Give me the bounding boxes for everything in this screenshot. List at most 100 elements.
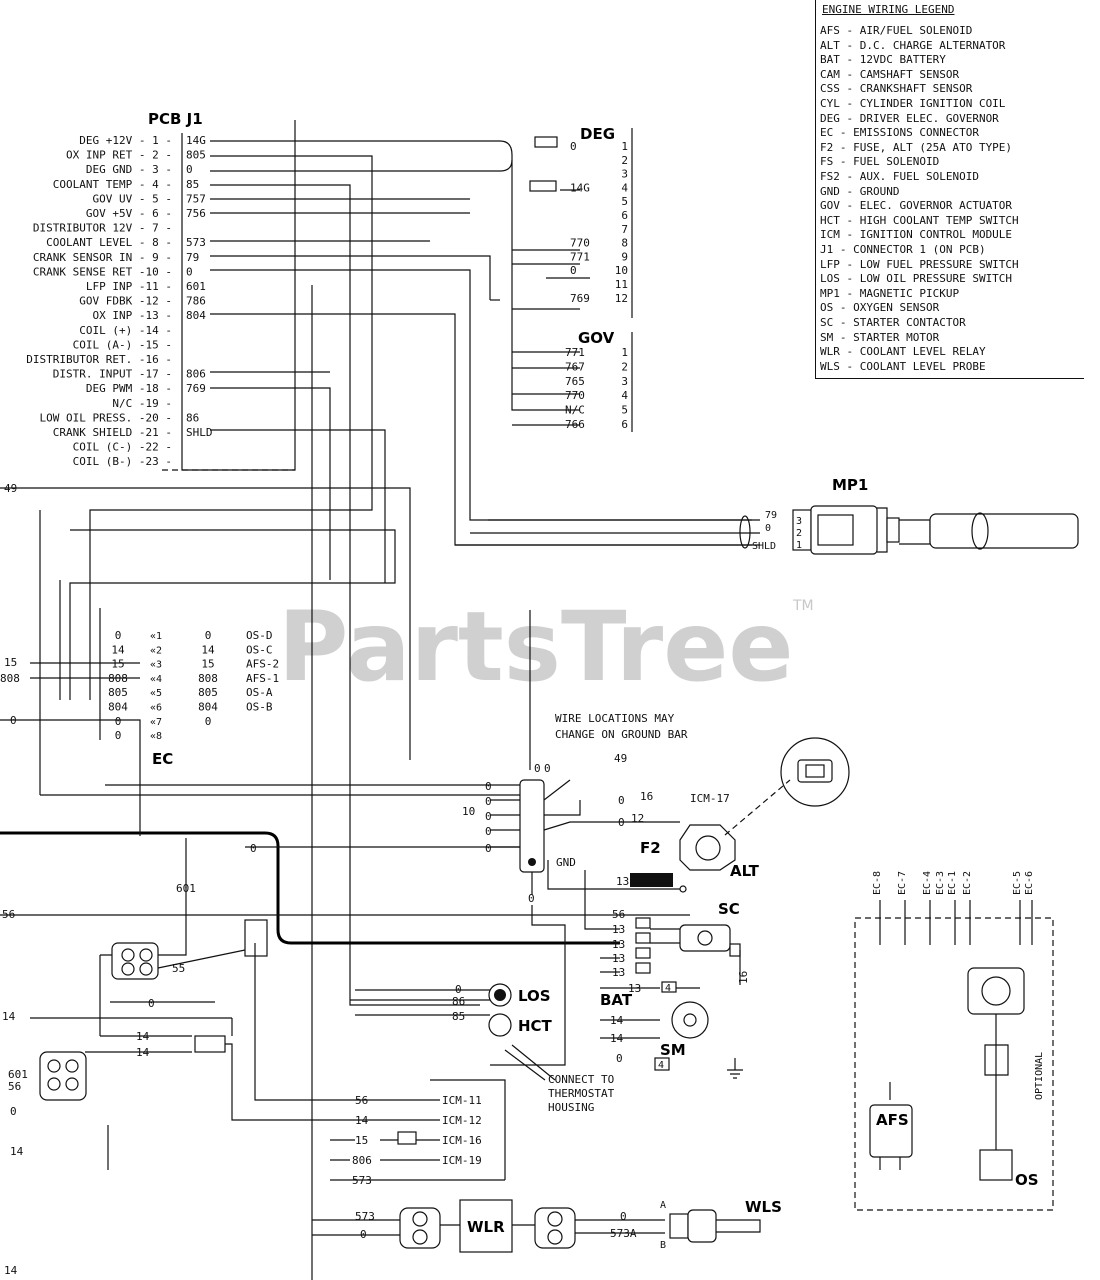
left-edge-wires: 49 15 808 0 56 14 601 56 0 14 14 [0, 482, 620, 1277]
pcb-pin-label: DEG PWM -18 - [86, 382, 172, 395]
gov-pin-wire: 770 [565, 389, 585, 402]
svg-text:4: 4 [665, 983, 671, 994]
coolant-level-relay-row: 573 0 WLR 0 573A A B WLS [312, 1198, 782, 1253]
ec-destination: AFS-1 [246, 672, 279, 685]
svg-text:0: 0 [148, 997, 155, 1010]
pcb-pin-wire: 79 [186, 251, 199, 264]
watermark-tm: TM [792, 598, 814, 614]
ec-destination: AFS-2 [246, 658, 279, 671]
pcb-pin-wire: 757 [186, 192, 206, 205]
deg-pin-wire: 14G [570, 181, 590, 194]
deg-pin-number: 3 [621, 168, 628, 181]
svg-text:2: 2 [796, 528, 802, 539]
deg-pin-wire: 770 [570, 237, 590, 250]
svg-text:ICM-16: ICM-16 [442, 1134, 482, 1147]
legend-title: ENGINE WIRING LEGEND [822, 3, 955, 16]
svg-text:573: 573 [355, 1210, 375, 1223]
svg-text:ICM-11: ICM-11 [442, 1094, 482, 1107]
left-connectors: 55 601 0 14 14 [39, 838, 380, 1121]
pcb-pin-label: CRANK SHIELD -21 - [53, 426, 172, 439]
gov-pin-wire: 765 [565, 375, 585, 388]
svg-text:0: 0 [455, 983, 462, 996]
deg-pin-number: 5 [621, 195, 628, 208]
ec-pin: «2 [150, 645, 162, 656]
gov-pin-number: 2 [621, 360, 628, 373]
ec-right-wire: 808 [198, 672, 218, 685]
legend-wrap: ENGINE WIRING LEGEND AFS - AIR/FUEL SOLE… [815, 0, 1084, 379]
os-ec-pin-label: EC-5 [1012, 871, 1023, 895]
svg-text:3: 3 [796, 516, 802, 527]
ec-left-wire: 0 [115, 715, 122, 728]
deg-pin-wire: 0 [570, 264, 577, 277]
svg-text:0: 0 [485, 825, 492, 838]
gov-pin-wire: 767 [565, 360, 585, 373]
battery-starter-motor: BAT 13 4 14 14 0 SM 4 [600, 981, 743, 1079]
os-ec-pin-label: EC-2 [962, 871, 973, 895]
svg-text:OS: OS [1015, 1171, 1039, 1189]
deg-pin-number: 11 [615, 278, 628, 291]
pcb-pin-label: DEG GND - 3 - [86, 163, 172, 176]
svg-text:14: 14 [10, 1145, 24, 1158]
deg-pin-number: 6 [621, 209, 628, 222]
legend-item: WLS - COOLANT LEVEL PROBE [820, 359, 986, 373]
pcb-pin-label: GOV UV - 5 - [93, 192, 172, 205]
pcb-pin-wire: 786 [186, 295, 206, 308]
pcb-pin-label: COIL (B-) -23 - [73, 455, 172, 468]
legend-item: DEG - DRIVER ELEC. GOVERNOR [820, 111, 999, 125]
deg-pin-wire: 0 [570, 140, 577, 153]
pcb-pin-label: GOV FDBK -12 - [79, 295, 172, 308]
pcb-title: PCB J1 [148, 110, 203, 128]
pcb-pin-wire: 601 [186, 280, 206, 293]
svg-text:13: 13 [612, 938, 625, 951]
deg-pin-number: 10 [615, 264, 628, 277]
svg-text:A: A [660, 1200, 666, 1211]
pcb-pin-wire: 0 [186, 163, 193, 176]
pcb-pin-wire: 805 [186, 149, 206, 162]
pcb-pin-label: GOV +5V - 6 - [86, 207, 172, 220]
pcb-bus [181, 120, 296, 471]
watermark: PartsTree [278, 591, 793, 703]
ground-symbol [727, 1058, 743, 1079]
ec-destination: OS-A [246, 686, 273, 699]
ec-left-wire: 804 [108, 701, 128, 714]
ground-bar-note-2: CHANGE ON GROUND BAR [555, 728, 688, 741]
pcb-pin-label: COIL (C-) -22 - [73, 441, 172, 454]
svg-text:0: 0 [765, 523, 771, 534]
pcb-to-deg-wires [0, 140, 752, 1280]
legend-item: SC - STARTER CONTACTOR [820, 316, 966, 329]
legend-item: SM - STARTER MOTOR [820, 330, 940, 344]
svg-text:0: 0 [618, 816, 625, 829]
pcb-pin-label: DEG +12V - 1 - [79, 134, 172, 147]
deg-pin-number: 8 [621, 237, 628, 250]
svg-text:B: B [660, 1240, 666, 1251]
svg-text:601: 601 [176, 882, 196, 895]
legend-item: FS - FUEL SOLENOID [820, 155, 940, 169]
svg-text:0: 0 [360, 1228, 367, 1241]
svg-text:806: 806 [352, 1154, 372, 1167]
ec-destination: OS-B [246, 701, 273, 714]
deg-title: DEG [580, 125, 615, 143]
svg-text:0: 0 [485, 842, 492, 855]
alt-connector-detail [780, 737, 850, 807]
svg-text:ICM-19: ICM-19 [442, 1154, 482, 1167]
svg-text:0: 0 [485, 780, 492, 793]
gov-pin-number: 4 [621, 389, 628, 402]
pcb-pin-label: DISTR. INPUT -17 - [53, 368, 172, 381]
legend-item: CAM - CAMSHAFT SENSOR [820, 67, 960, 81]
svg-text:573A: 573A [610, 1227, 637, 1240]
ec-left-wire: 0 [115, 629, 122, 642]
svg-text:SC: SC [718, 900, 740, 918]
svg-text:14: 14 [136, 1030, 150, 1043]
pcb-pin-label: COIL (+) -14 - [79, 324, 172, 337]
pcb-pin-wire: 806 [186, 368, 206, 381]
svg-text:SM: SM [660, 1041, 686, 1059]
svg-text:AFS: AFS [876, 1111, 909, 1129]
ec-left-wire: 0 [115, 729, 122, 742]
pcb-pin-label: LOW OIL PRESS. -20 - [40, 411, 172, 424]
svg-text:4: 4 [658, 1060, 664, 1071]
gov-pin-wire: N/C [565, 404, 585, 417]
svg-text:14: 14 [136, 1046, 150, 1059]
